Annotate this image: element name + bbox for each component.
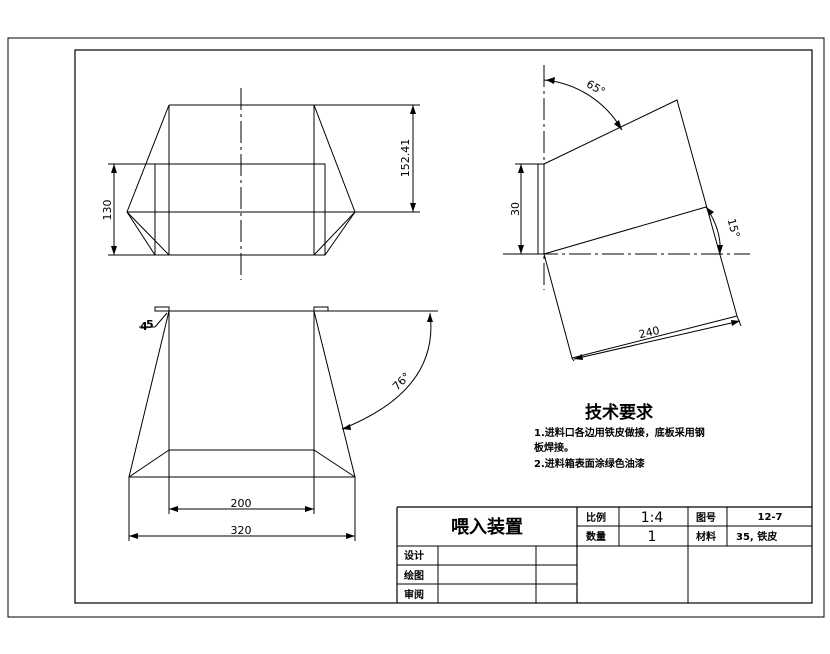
dim-line <box>573 320 741 360</box>
drawing-no-label: 图号 <box>696 512 716 524</box>
dim-height-total: 152.41 <box>399 139 412 178</box>
qty-value: 1 <box>648 529 657 545</box>
plan-view-left-flange <box>154 306 170 312</box>
leader-line <box>154 312 168 328</box>
side-view: 65° 15° 240 30 <box>503 65 750 362</box>
front-view-box <box>154 163 326 256</box>
outer-frame <box>7 37 825 618</box>
plan-view-outline <box>128 310 356 478</box>
dim-arrow <box>111 246 117 255</box>
dim-width-outer: 320 <box>231 524 252 537</box>
front-view-right-diagonal <box>324 211 356 256</box>
dim-arrow <box>410 105 416 114</box>
plan-view-right-flange <box>313 306 329 312</box>
plan-view: 4 5 76° 200 320 <box>128 306 438 541</box>
dim-height-body: 130 <box>101 200 114 221</box>
dim-arrow <box>574 354 583 360</box>
dim-arrow <box>129 533 138 539</box>
front-view-left-diagonal <box>126 211 156 256</box>
tech-requirement-item: 2.进料箱表面涂绿色油漆 <box>534 457 645 470</box>
title-block-title: 喂入装置 <box>451 516 523 538</box>
title-block: 喂入装置 比例 1:4 数量 1 图号 12-7 材料 35, 铁皮 设计 绘图… <box>396 506 812 603</box>
material-value: 35, 铁皮 <box>736 530 777 543</box>
angle-arc-65 <box>543 79 623 131</box>
qty-label: 数量 <box>586 530 606 543</box>
dim-flange-prefix: 4 <box>140 320 148 333</box>
dim-arrow <box>614 120 622 130</box>
tech-requirement-item: 板焊接。 <box>534 441 574 454</box>
material-label: 材料 <box>696 530 716 543</box>
dim-flange: 5 <box>146 318 154 331</box>
tech-requirements-heading: 技术要求 <box>585 402 653 423</box>
dim-arrow <box>706 207 714 216</box>
dim-arrow <box>518 164 524 173</box>
dim-arrow <box>731 320 740 326</box>
dim-height: 30 <box>509 202 522 216</box>
tech-requirement-item: 1.进料口各边用铁皮做接，底板采用钢 <box>534 426 705 439</box>
dim-arrow <box>346 533 355 539</box>
review-label: 审阅 <box>404 588 424 601</box>
dim-ext-line <box>571 357 575 362</box>
plan-view-corner-left <box>128 449 170 478</box>
dim-arrow <box>342 424 351 430</box>
dim-arrow <box>518 245 524 254</box>
dim-angle-top: 65° <box>584 77 607 98</box>
dim-arrow <box>169 506 178 512</box>
side-view-inner-edge <box>543 206 707 255</box>
dim-width-inner: 200 <box>231 497 252 510</box>
design-label: 设计 <box>404 549 424 562</box>
dim-arrow <box>410 203 416 212</box>
dim-angle: 76° <box>390 370 413 393</box>
draw-label: 绘图 <box>404 569 424 582</box>
dim-arrow <box>546 77 555 84</box>
dim-arrow <box>111 164 117 173</box>
scale-value: 1:4 <box>641 510 664 526</box>
side-view-body <box>543 99 738 359</box>
scale-label: 比例 <box>586 511 606 524</box>
dim-arrow <box>427 313 433 322</box>
angle-arc-76 <box>341 312 432 430</box>
drawing-no-value: 12-7 <box>757 512 782 523</box>
inner-frame <box>74 49 813 604</box>
dim-length: 240 <box>638 324 661 341</box>
tech-requirements: 技术要求 1.进料口各边用铁皮做接，底板采用钢 板焊接。 2.进料箱表面涂绿色油… <box>534 402 705 470</box>
dim-arrow <box>717 245 723 254</box>
front-view: 152.41 130 <box>101 88 420 280</box>
plan-view-corner-right <box>313 449 356 478</box>
dim-angle-bottom: 15° <box>725 217 743 239</box>
dim-arrow <box>305 506 314 512</box>
side-view-inlet <box>537 163 545 255</box>
